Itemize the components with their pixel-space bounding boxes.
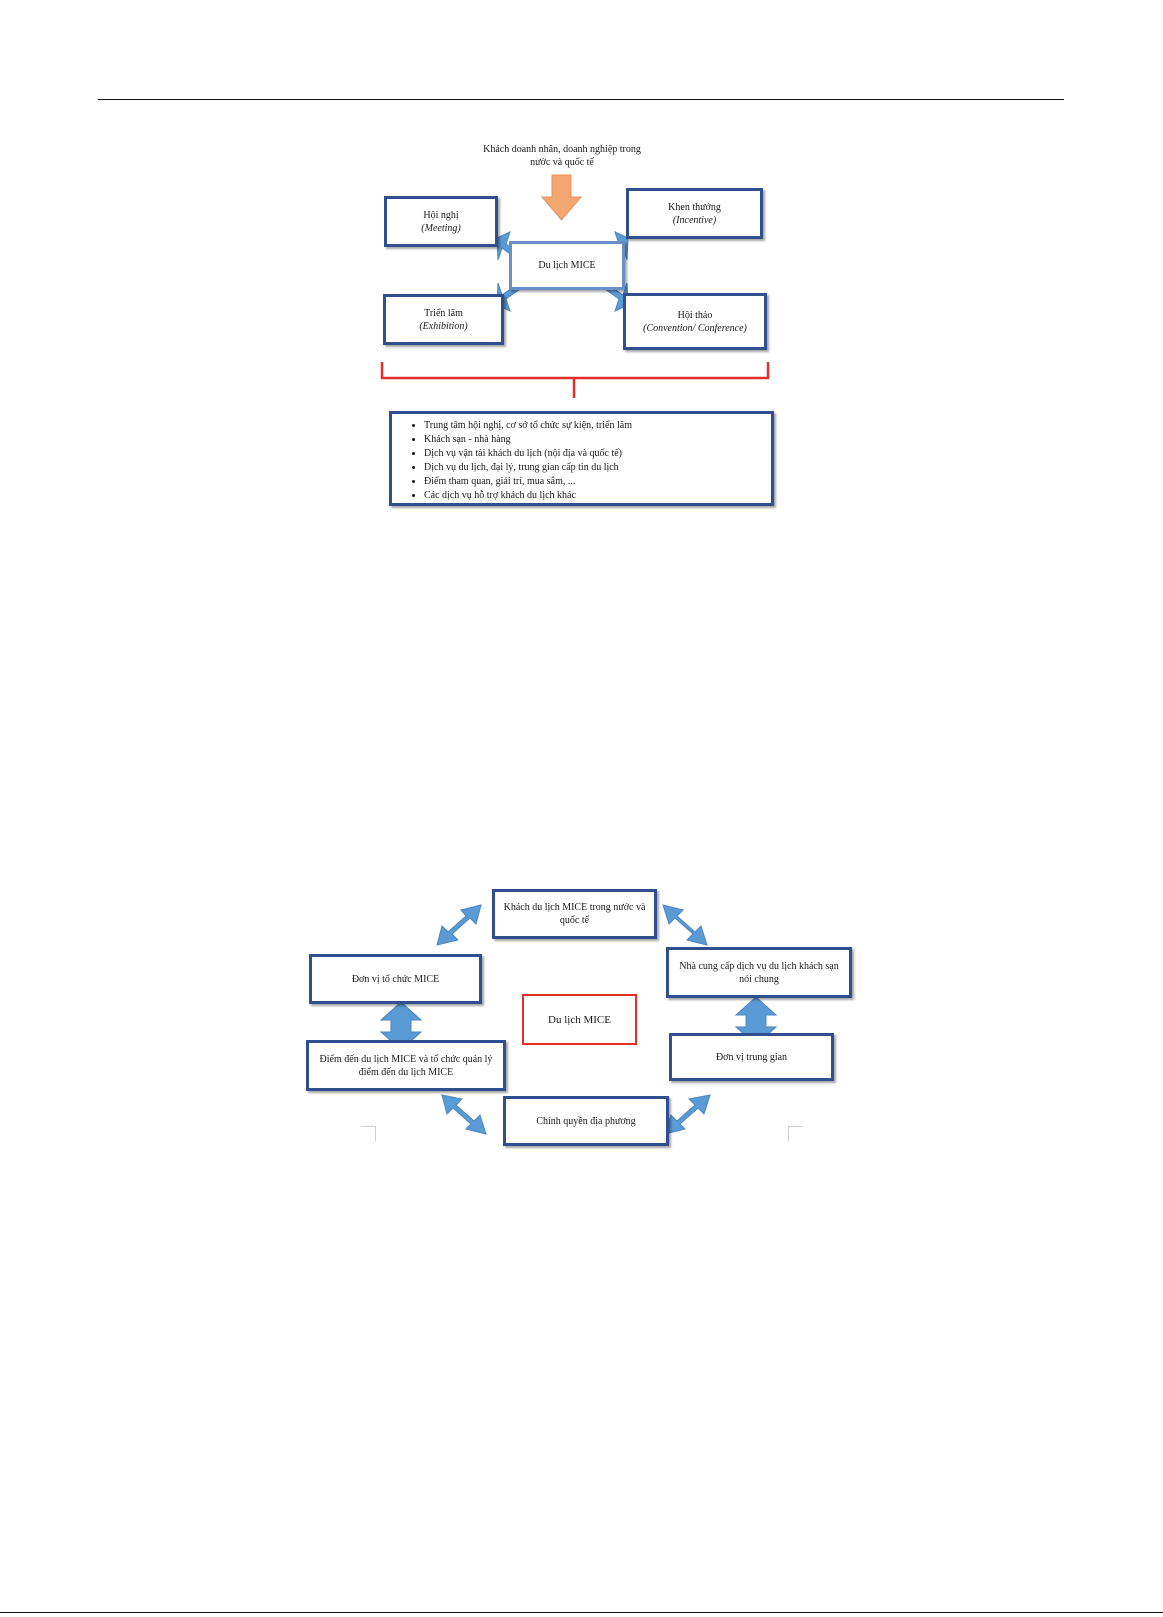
incentive-box: Khen thưởng (Incentive) [626, 188, 763, 239]
service-item: Điểm tham quan, giải trí, mua sắm, ... [424, 475, 763, 489]
mice-tourists-label: Khách du lịch MICE trong nước và quốc tế [503, 902, 646, 926]
exhibition-box: Triển lãm (Exhibition) [383, 294, 504, 345]
double-arrow-bottom-left-icon [441, 1094, 487, 1135]
double-arrow-top-right-icon [662, 904, 708, 946]
service-item: Khách sạn - nhà hàng [424, 433, 763, 447]
header-rule [98, 99, 1064, 100]
meeting-label: Hội nghị [423, 209, 459, 221]
source-label: Khách doanh nhân, doanh nghiệp trong nướ… [482, 143, 642, 169]
convention-label-en: (Convention/ Conference) [643, 322, 747, 334]
mice-organizer-label: Đơn vị tổ chức MICE [351, 973, 440, 985]
intermediary-label: Đơn vị trung gian [715, 1051, 788, 1063]
mice-center-label: Du lịch MICE [548, 1013, 611, 1026]
exhibition-label: Triển lãm [424, 307, 463, 319]
services-list: Trung tâm hội nghị, cơ sở tổ chức sự kiệ… [414, 419, 763, 503]
service-provider-label: Nhà cung cấp dịch vụ du lịch khách sạn n… [679, 960, 839, 985]
corner-mark-right [788, 1126, 803, 1141]
mice-center-box: Du lịch MICE [522, 994, 637, 1045]
service-provider-box: Nhà cung cấp dịch vụ du lịch khách sạn n… [666, 947, 852, 998]
destination-label: Điểm đến du lịch MICE và tổ chức quản lý… [319, 1053, 493, 1078]
meeting-box: Hội nghị (Meeting) [384, 196, 498, 247]
brace-bracket [380, 362, 770, 398]
corner-mark-left [361, 1126, 376, 1141]
center-box: Du lịch MICE [509, 241, 625, 290]
convention-box: Hội thảo (Convention/ Conference) [623, 293, 767, 350]
local-government-label: Chính quyền địa phương [536, 1115, 636, 1127]
double-arrow-top-left-icon [436, 904, 482, 946]
double-arrow-bottom-right-icon [664, 1094, 711, 1135]
local-government-box: Chính quyền địa phương [503, 1096, 669, 1146]
service-item: Các dịch vụ hỗ trợ khách du lịch khác [424, 489, 763, 503]
intermediary-box: Đơn vị trung gian [669, 1033, 834, 1081]
convention-label: Hội thảo [677, 309, 713, 321]
mice-tourists-box: Khách du lịch MICE trong nước và quốc tế [492, 889, 657, 939]
incentive-label: Khen thưởng [668, 201, 721, 213]
footer-rule [0, 1612, 1163, 1613]
down-arrow-icon [540, 174, 583, 221]
source-label-text: Khách doanh nhân, doanh nghiệp trong nướ… [483, 144, 641, 168]
center-label: Du lịch MICE [538, 260, 596, 271]
exhibition-label-en: (Exhibition) [419, 320, 468, 332]
service-item: Dịch vụ vận tải khách du lịch (nội địa v… [424, 447, 763, 461]
incentive-label-en: (Incentive) [672, 214, 717, 226]
service-item: Trung tâm hội nghị, cơ sở tổ chức sự kiệ… [424, 419, 763, 433]
services-list-box: Trung tâm hội nghị, cơ sở tổ chức sự kiệ… [389, 411, 774, 506]
service-item: Dịch vụ du lịch, đại lý, trung gian cấp … [424, 461, 763, 475]
destination-box: Điểm đến du lịch MICE và tổ chức quản lý… [306, 1040, 506, 1091]
mice-organizer-box: Đơn vị tổ chức MICE [309, 954, 482, 1004]
meeting-label-en: (Meeting) [421, 222, 461, 234]
